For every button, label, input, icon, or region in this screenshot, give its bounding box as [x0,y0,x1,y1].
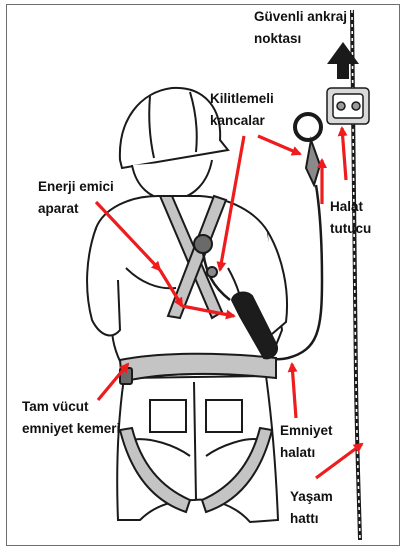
label-lifeline: Yaşam hattı [290,486,333,530]
label-lifeline-line2: hattı [290,511,319,526]
label-harness-line2: emniyet kemeri [22,421,121,436]
label-grab-line2: tutucu [330,221,372,236]
label-absorber-line1: Enerji emici [38,179,114,194]
label-lanyard-line2: halatı [280,445,316,460]
label-rope-grab: Halat tutucu [330,196,371,240]
label-lifeline-line1: Yaşam [290,489,333,504]
label-energy-absorber: Enerji emici aparat [38,176,114,220]
rope-grab-device [293,87,370,142]
label-lanyard-line1: Emniyet [280,423,333,438]
leader-arrows [94,126,364,480]
label-safety-lanyard: Emniyet halatı [280,420,333,464]
harness-straps [118,194,277,514]
label-anchor-line2: noktası [254,31,302,46]
label-anchor-line1: Güvenli ankraj [254,9,348,24]
worker-figure [86,86,289,524]
label-hooks-line1: Kilitlemeli [210,91,274,106]
label-grab-line1: Halat [330,199,364,214]
energy-absorber [201,251,278,360]
label-locking-hooks: Kilitlemeli kancalar [210,88,274,132]
label-harness-line1: Tam vücut [22,399,89,414]
label-absorber-line2: aparat [38,201,79,216]
label-anchor-point: Güvenli ankraj noktası [254,6,347,50]
label-hooks-line2: kancalar [210,113,265,128]
label-full-body-harness: Tam vücut emniyet kemeri [22,396,120,440]
snap-hook-upper [304,136,322,188]
up-arrow-icon [327,42,359,79]
